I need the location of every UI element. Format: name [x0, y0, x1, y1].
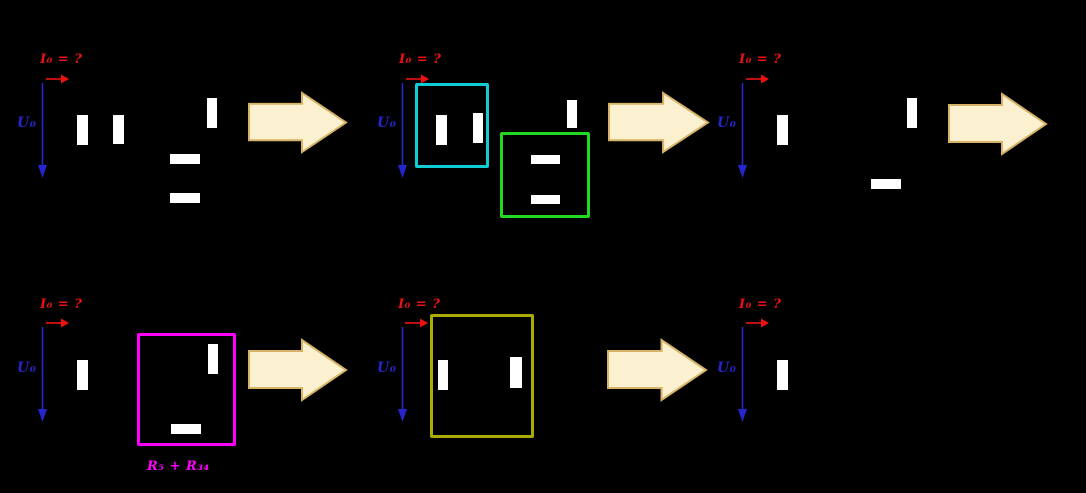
resistor: [77, 360, 88, 390]
flow-arrow-icon: [248, 338, 348, 402]
current-arrow-icon: [46, 74, 69, 84]
current-arrow-icon: [405, 318, 428, 328]
current-label: I₀ = ?: [398, 297, 441, 312]
resistor: [473, 113, 483, 143]
current-label: I₀ = ?: [739, 297, 782, 312]
current-arrow-icon: [406, 74, 429, 84]
voltage-label: U₀: [17, 360, 37, 376]
flow-arrow-icon: [948, 92, 1048, 156]
resistor: [170, 193, 200, 203]
voltage-arrow-icon: [398, 327, 407, 422]
voltage-arrow-icon: [398, 83, 407, 178]
resistor: [207, 98, 217, 128]
voltage-arrow-icon: [738, 83, 747, 178]
voltage-label: U₀: [717, 115, 737, 131]
current-label: I₀ = ?: [399, 52, 442, 67]
resistor: [777, 360, 788, 390]
resistor: [531, 195, 560, 204]
current-label: I₀ = ?: [40, 297, 83, 312]
parallel-group-highlight-box: [415, 83, 489, 168]
voltage-arrow-icon: [38, 327, 47, 422]
resistor: [438, 360, 448, 390]
voltage-arrow-icon: [38, 83, 47, 178]
resistor: [77, 115, 88, 145]
current-arrow-icon: [46, 318, 69, 328]
resistor: [531, 155, 560, 164]
resistor: [871, 179, 901, 189]
series-group-highlight-box: [500, 132, 590, 218]
current-label: I₀ = ?: [40, 52, 83, 67]
series-combination-highlight-box: [137, 333, 236, 446]
resistor: [567, 100, 577, 128]
resistor: [208, 344, 218, 374]
flow-arrow-icon: [248, 91, 348, 154]
voltage-arrow-icon: [738, 327, 747, 422]
resistor: [436, 115, 447, 145]
resistor: [907, 98, 917, 128]
final-parallel-highlight-box: [430, 314, 534, 438]
current-arrow-icon: [746, 318, 769, 328]
voltage-label: U₀: [17, 115, 37, 131]
flow-arrow-icon: [608, 91, 710, 154]
resistor: [113, 115, 124, 144]
current-arrow-icon: [746, 74, 769, 84]
combined-resistance-label: R₅ + R₃₄: [147, 459, 210, 474]
resistor: [777, 115, 788, 145]
voltage-label: U₀: [377, 115, 397, 131]
current-label: I₀ = ?: [739, 52, 782, 67]
voltage-label: U₀: [377, 360, 397, 376]
resistor: [170, 154, 200, 164]
flow-arrow-icon: [607, 338, 708, 402]
resistor: [510, 357, 522, 388]
voltage-label: U₀: [717, 360, 737, 376]
resistor: [171, 424, 201, 434]
